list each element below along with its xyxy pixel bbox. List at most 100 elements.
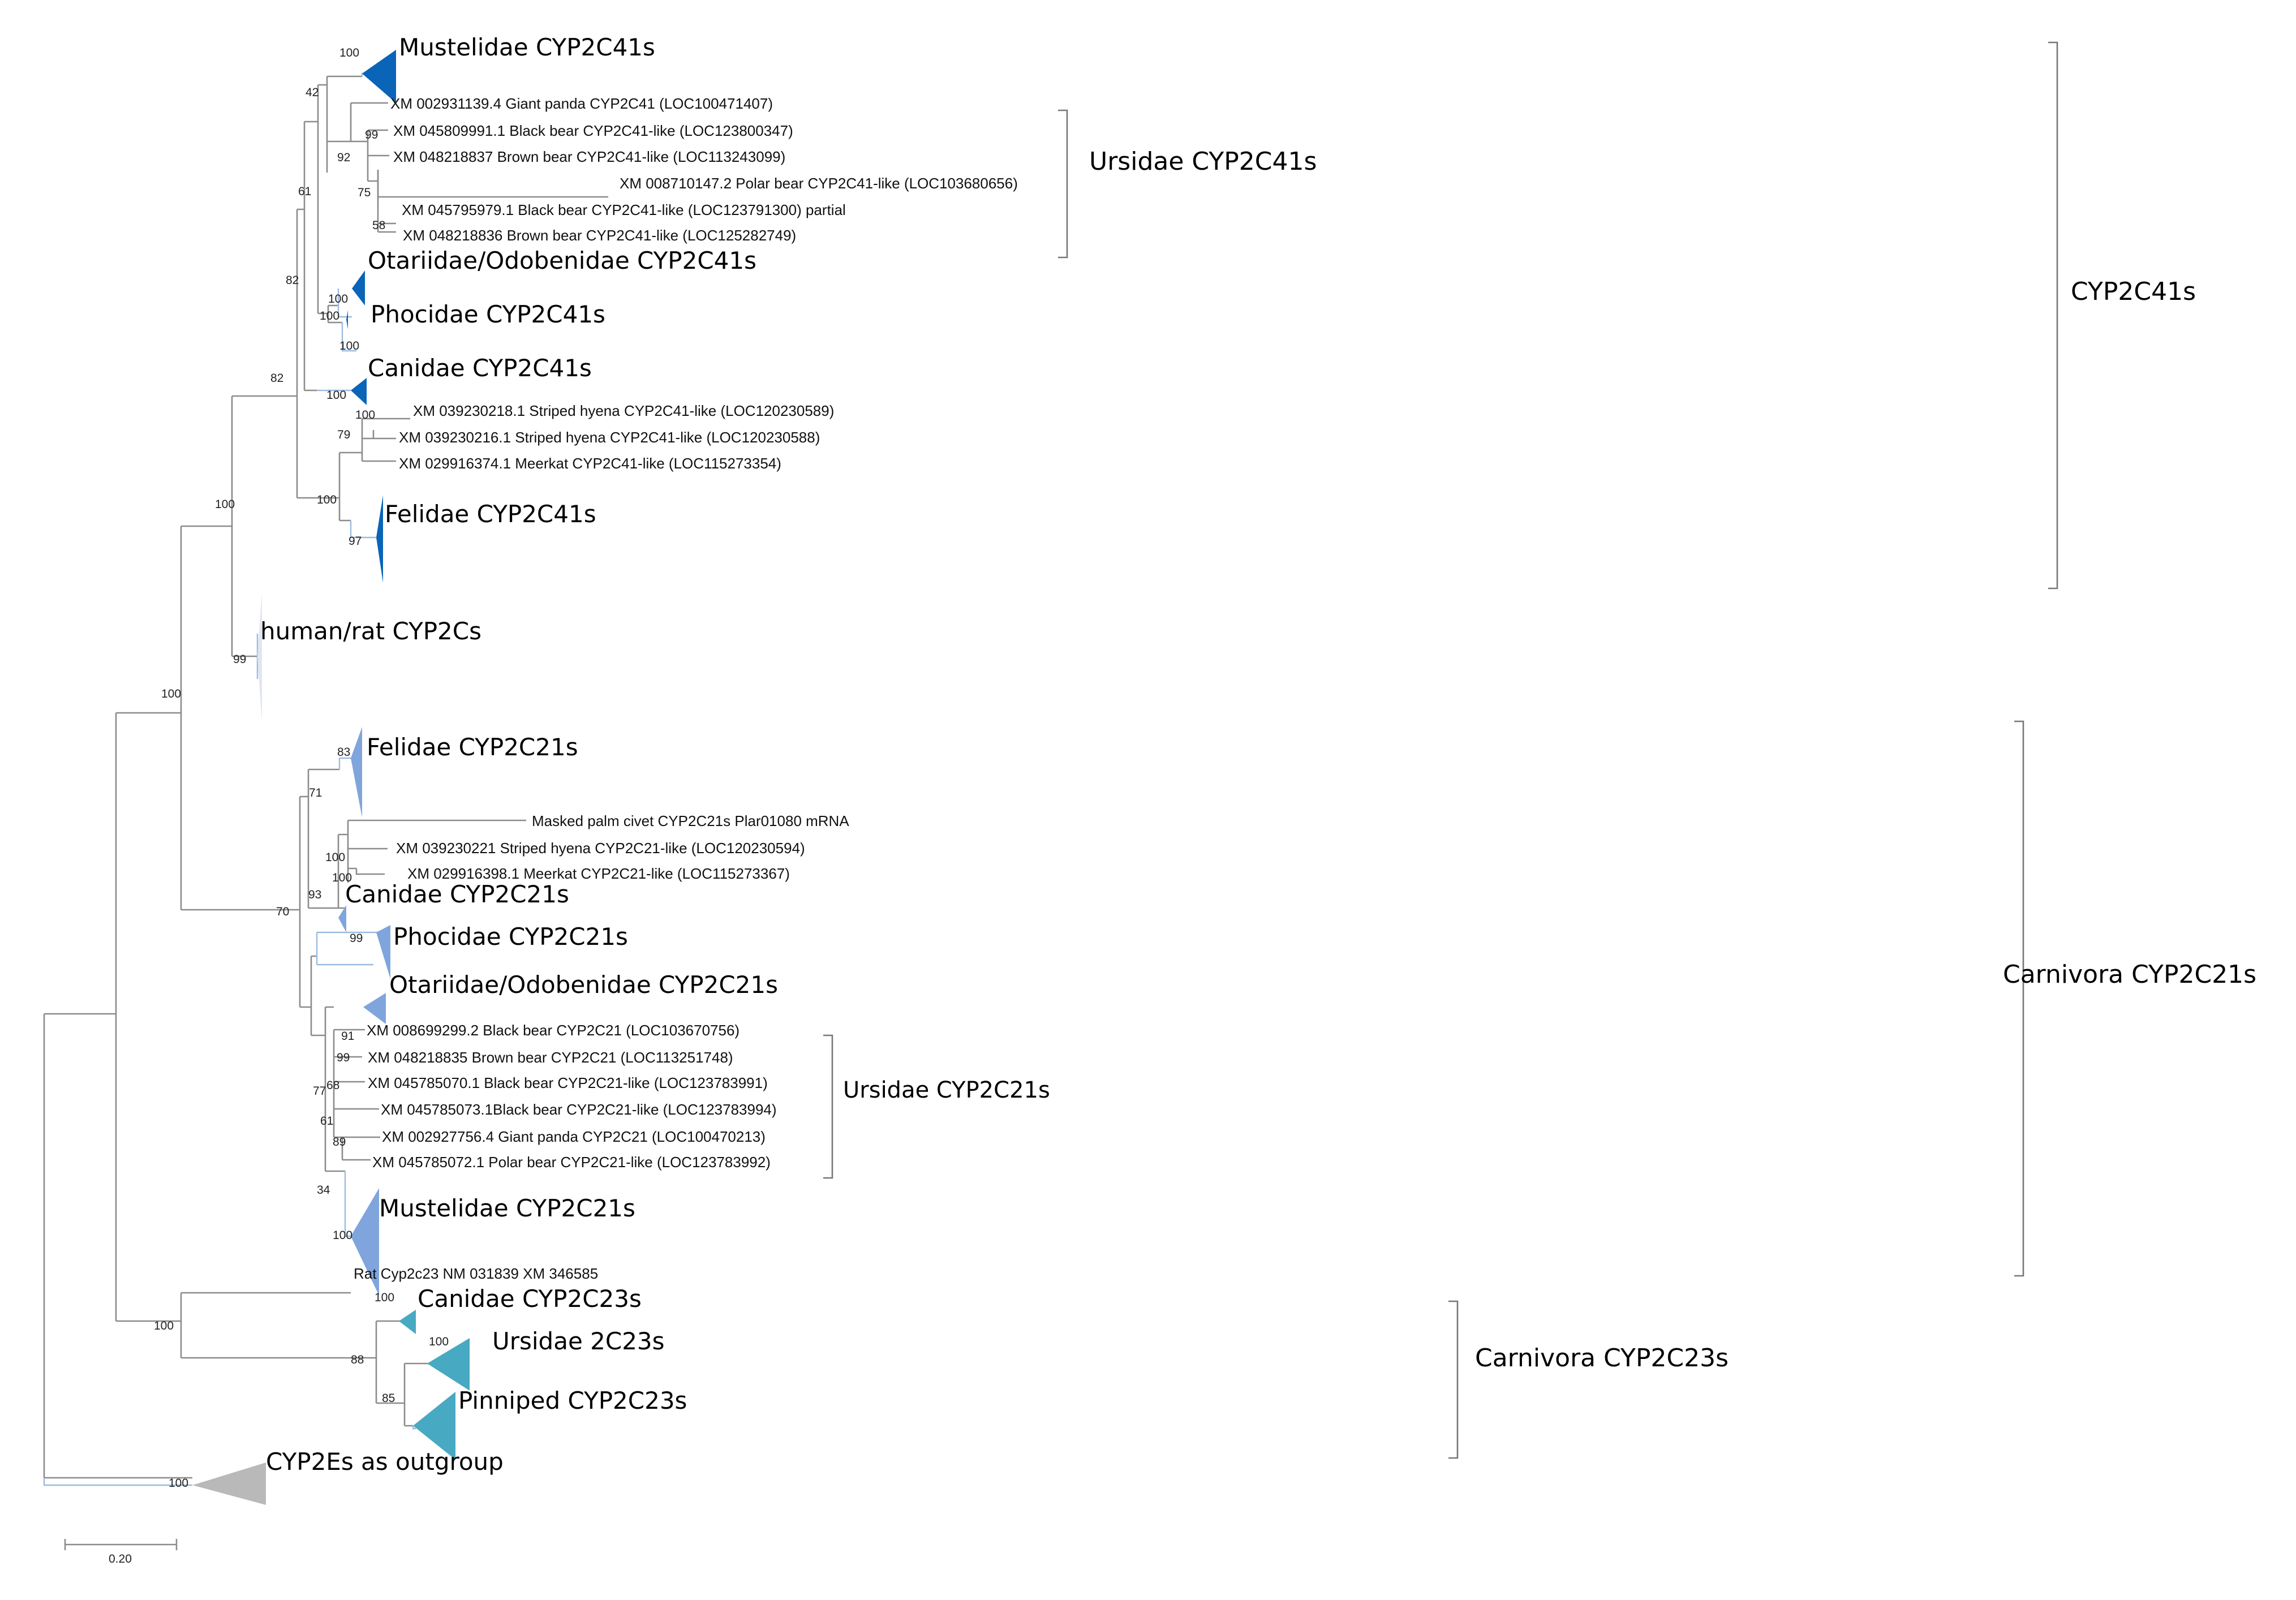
clade-triangle [257, 593, 262, 723]
group-label: CYP2C41s [2071, 277, 2196, 306]
bootstrap-value: 99 [350, 932, 363, 945]
bracket-cyp2c41s [2048, 41, 2058, 590]
bootstrap-value: 70 [276, 905, 289, 918]
clade-triangle [338, 905, 346, 932]
clade-label: Phocidae CYP2C21s [393, 923, 628, 950]
bootstrap-value: 88 [351, 1353, 364, 1366]
bracket-ursidae-cyp2c21s [823, 1034, 833, 1179]
bootstrap-value: 100 [320, 309, 339, 322]
bootstrap-value: 100 [215, 498, 235, 511]
clade-triangle [352, 270, 365, 306]
leaf-label: XM 045785070.1 Black bear CYP2C21-like (… [368, 1074, 768, 1091]
leaf-labels: XM 002931139.4 Giant panda CYP2C41 (LOC1… [354, 95, 1018, 1282]
collapsed-clades [192, 50, 470, 1505]
leaf-label: Masked palm civet CYP2C21s Plar01080 mRN… [532, 812, 849, 829]
leaf-label: XM 048218835 Brown bear CYP2C21 (LOC1132… [368, 1049, 733, 1066]
leaf-label: XM 045795979.1 Black bear CYP2C41-like (… [402, 201, 846, 218]
leaf-label: XM 045809991.1 Black bear CYP2C41-like (… [393, 122, 793, 139]
bracket-carnivora-cyp2c21s [2014, 720, 2024, 1277]
leaf-label: XM 039230218.1 Striped hyena CYP2C41-lik… [413, 402, 834, 419]
bootstrap-value: 85 [382, 1392, 395, 1405]
bootstrap-value: 99 [365, 128, 378, 141]
leaf-label: XM 008710147.2 Polar bear CYP2C41-like (… [620, 175, 1018, 192]
bootstrap-value: 93 [308, 888, 321, 901]
bootstrap-value: 99 [233, 653, 246, 666]
bracket-carnivora-cyp2c23s [1448, 1300, 1459, 1459]
scale-bar: 0.20 [64, 1539, 178, 1565]
clade-label: Pinniped CYP2C23s [458, 1387, 687, 1414]
leaf-label: XM 039230221 Striped hyena CYP2C21-like … [396, 840, 805, 857]
leaf-label: XM 045785072.1 Polar bear CYP2C21-like (… [372, 1154, 771, 1171]
clade-triangle [351, 1188, 379, 1296]
scale-bar-label: 0.20 [109, 1552, 132, 1565]
bootstrap-value: 100 [325, 851, 345, 864]
clade-label: CYP2Es as outgroup [266, 1448, 504, 1476]
bootstrap-value: 82 [286, 274, 299, 287]
bootstrap-value: 58 [372, 219, 385, 232]
bootstrap-value: 100 [326, 389, 346, 402]
bootstrap-value: 100 [161, 687, 181, 700]
clade-triangle [346, 310, 348, 329]
clade-triangle [363, 993, 386, 1024]
bootstrap-value: 83 [337, 746, 350, 759]
clade-triangle [376, 495, 383, 583]
clade-label: Mustelidae CYP2C21s [379, 1194, 635, 1222]
clade-label: Felidae CYP2C21s [367, 733, 578, 761]
clade-label: Mustelidae CYP2C41s [399, 33, 655, 61]
bootstrap-value: 97 [349, 535, 362, 548]
clade-labels: Mustelidae CYP2C41s Otariidae/Odobenidae… [260, 33, 778, 1476]
bootstrap-value: 100 [429, 1335, 449, 1348]
leaf-label: XM 002931139.4 Giant panda CYP2C41 (LOC1… [390, 95, 773, 112]
leaf-label: XM 002927756.4 Giant panda CYP2C21 (LOC1… [382, 1128, 766, 1145]
clade-label: Canidae CYP2C41s [368, 354, 592, 382]
clade-triangle [192, 1463, 266, 1505]
clade-triangle [399, 1310, 416, 1334]
bootstrap-value: 77 [313, 1085, 326, 1098]
bootstrap-value: 100 [317, 493, 337, 506]
group-label: Ursidae CYP2C21s [843, 1077, 1050, 1103]
bootstrap-value: 68 [326, 1079, 339, 1092]
leaf-label: XM 045785073.1Black bear CYP2C21-like (L… [381, 1101, 777, 1118]
group-brackets: Ursidae CYP2C41s CYP2C41s Carnivora CYP2… [823, 41, 2256, 1459]
leaf-label: XM 029916398.1 Meerkat CYP2C21-like (LOC… [407, 865, 790, 882]
clade-label: Otariidae/Odobenidae CYP2C21s [389, 971, 778, 999]
bootstrap-value: 34 [317, 1184, 330, 1197]
clade-label: Canidae CYP2C21s [345, 880, 569, 908]
leaf-label: XM 029916374.1 Meerkat CYP2C41-like (LOC… [399, 455, 781, 472]
bootstrap-value: 99 [337, 1051, 350, 1064]
leaf-label: Rat Cyp2c23 NM 031839 XM 346585 [354, 1265, 598, 1282]
leaf-label: XM 048218836 Brown bear CYP2C41-like (LO… [403, 227, 796, 244]
bootstrap-value: 100 [332, 871, 352, 884]
bootstrap-value: 100 [169, 1477, 188, 1490]
clade-label: Felidae CYP2C41s [385, 500, 596, 528]
bracket-ursidae-cyp2c41s [1058, 109, 1068, 259]
clade-triangle [413, 1392, 455, 1460]
bootstrap-value: 61 [298, 185, 311, 198]
leaf-label: XM 008699299.2 Black bear CYP2C21 (LOC10… [367, 1022, 739, 1039]
bootstrap-value: 100 [154, 1319, 174, 1332]
clade-triangle [427, 1338, 470, 1391]
clade-triangle [362, 50, 396, 103]
clade-label: human/rat CYP2Cs [260, 617, 481, 645]
tree-branches [43, 72, 608, 1486]
clade-label: Otariidae/Odobenidae CYP2C41s [368, 247, 756, 274]
bootstrap-value: 100 [328, 293, 348, 306]
group-label: Carnivora CYP2C21s [2003, 960, 2256, 989]
bootstrap-value: 100 [333, 1229, 352, 1242]
clade-triangle [351, 727, 362, 818]
group-label: Ursidae CYP2C41s [1089, 147, 1317, 176]
bootstrap-value: 91 [341, 1030, 354, 1043]
clade-triangle [351, 378, 367, 405]
clade-label: Phocidae CYP2C41s [371, 300, 605, 328]
bootstrap-value: 100 [339, 46, 359, 59]
bootstrap-values: 100 42 99 92 75 58 61 82 100 100 100 100… [154, 46, 449, 1490]
bootstrap-value: 75 [358, 186, 371, 199]
bootstrap-value: 100 [339, 339, 359, 352]
clade-label: Ursidae 2C23s [492, 1327, 665, 1355]
leaf-label: XM 048218837 Brown bear CYP2C41-like (LO… [393, 148, 785, 165]
bootstrap-value: 61 [320, 1115, 333, 1128]
bootstrap-value: 89 [333, 1136, 346, 1149]
clade-label: Canidae CYP2C23s [418, 1285, 642, 1313]
bootstrap-value: 42 [306, 86, 319, 99]
